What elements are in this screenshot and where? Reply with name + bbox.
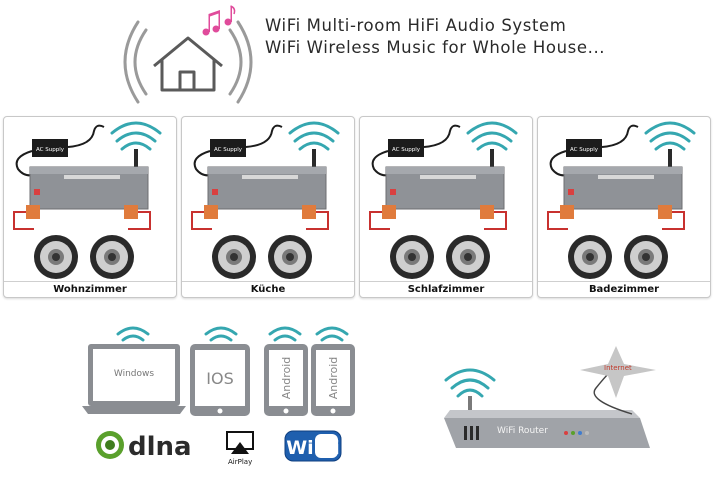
room-panel-kueche: AC Supply Küche	[181, 116, 355, 298]
laptop-wifi-icon	[116, 326, 150, 342]
phone2-wifi-icon	[315, 326, 349, 342]
amplifier-setup-illustration: AC Supply	[369, 121, 518, 279]
client-devices-illustration: Windows IOS Android Android	[82, 326, 355, 416]
music-notes-icon	[202, 5, 236, 36]
room-panel-badezimmer: AC Supply Badezimmer	[537, 116, 711, 298]
internet-star-icon	[580, 346, 656, 398]
speaker-right	[446, 235, 490, 279]
android-phone-1-icon: Android	[264, 344, 308, 416]
wifi-logo: Wi Fi	[284, 430, 342, 462]
tablet-label: IOS	[206, 369, 233, 388]
title-line-1: WiFi Multi-room HiFi Audio System	[265, 16, 567, 35]
internet-label: Internet	[604, 364, 632, 372]
phone2-label: Android	[327, 357, 340, 400]
room-panel-schlafzimmer: AC Supply Schlafzimmer	[359, 116, 533, 298]
speaker-left	[390, 235, 434, 279]
router-label: WiFi Router	[497, 426, 548, 436]
dlna-logo: dlna	[96, 431, 192, 462]
power-supply-label: AC Supply	[570, 147, 599, 153]
tablet-wifi-icon	[204, 326, 238, 342]
laptop-icon: Windows	[82, 344, 186, 414]
power-supply-label: AC Supply	[36, 147, 65, 153]
amplifier-setup-illustration: AC Supply	[547, 121, 696, 279]
speaker-right	[90, 235, 134, 279]
airplay-icon	[226, 431, 254, 454]
phone1-label: Android	[280, 357, 293, 400]
wifi-logo-text: Wi Fi	[286, 437, 340, 459]
speaker-right	[624, 235, 668, 279]
android-phone-2-icon: Android	[311, 344, 355, 416]
room-label: Schlafzimmer	[360, 281, 532, 297]
power-supply-label: AC Supply	[392, 147, 421, 153]
speaker-left	[212, 235, 256, 279]
router-wifi-icon	[444, 368, 496, 398]
speaker-left	[568, 235, 612, 279]
wifi-router-illustration	[444, 346, 656, 448]
power-supply-label: AC Supply	[214, 147, 243, 153]
speaker-left	[34, 235, 78, 279]
laptop-label: Windows	[114, 369, 154, 379]
room-label: Badezimmer	[538, 281, 710, 297]
tablet-icon: IOS	[190, 344, 250, 416]
phone1-wifi-icon	[268, 326, 302, 342]
room-label: Küche	[182, 281, 354, 297]
airplay-label: AirPlay	[228, 458, 253, 466]
speaker-right	[268, 235, 312, 279]
dlna-text: dlna	[128, 432, 192, 462]
title-line-2: WiFi Wireless Music for Whole House...	[265, 38, 606, 57]
amplifier-setup-illustration: AC Supply	[191, 121, 340, 279]
room-label: Wohnzimmer	[4, 281, 176, 297]
room-panel-wohnzimmer: AC Supply Wohnzimmer	[3, 116, 177, 298]
amplifier-setup-illustration: AC Supply	[13, 121, 162, 279]
house-broadcast-icon	[123, 5, 253, 104]
